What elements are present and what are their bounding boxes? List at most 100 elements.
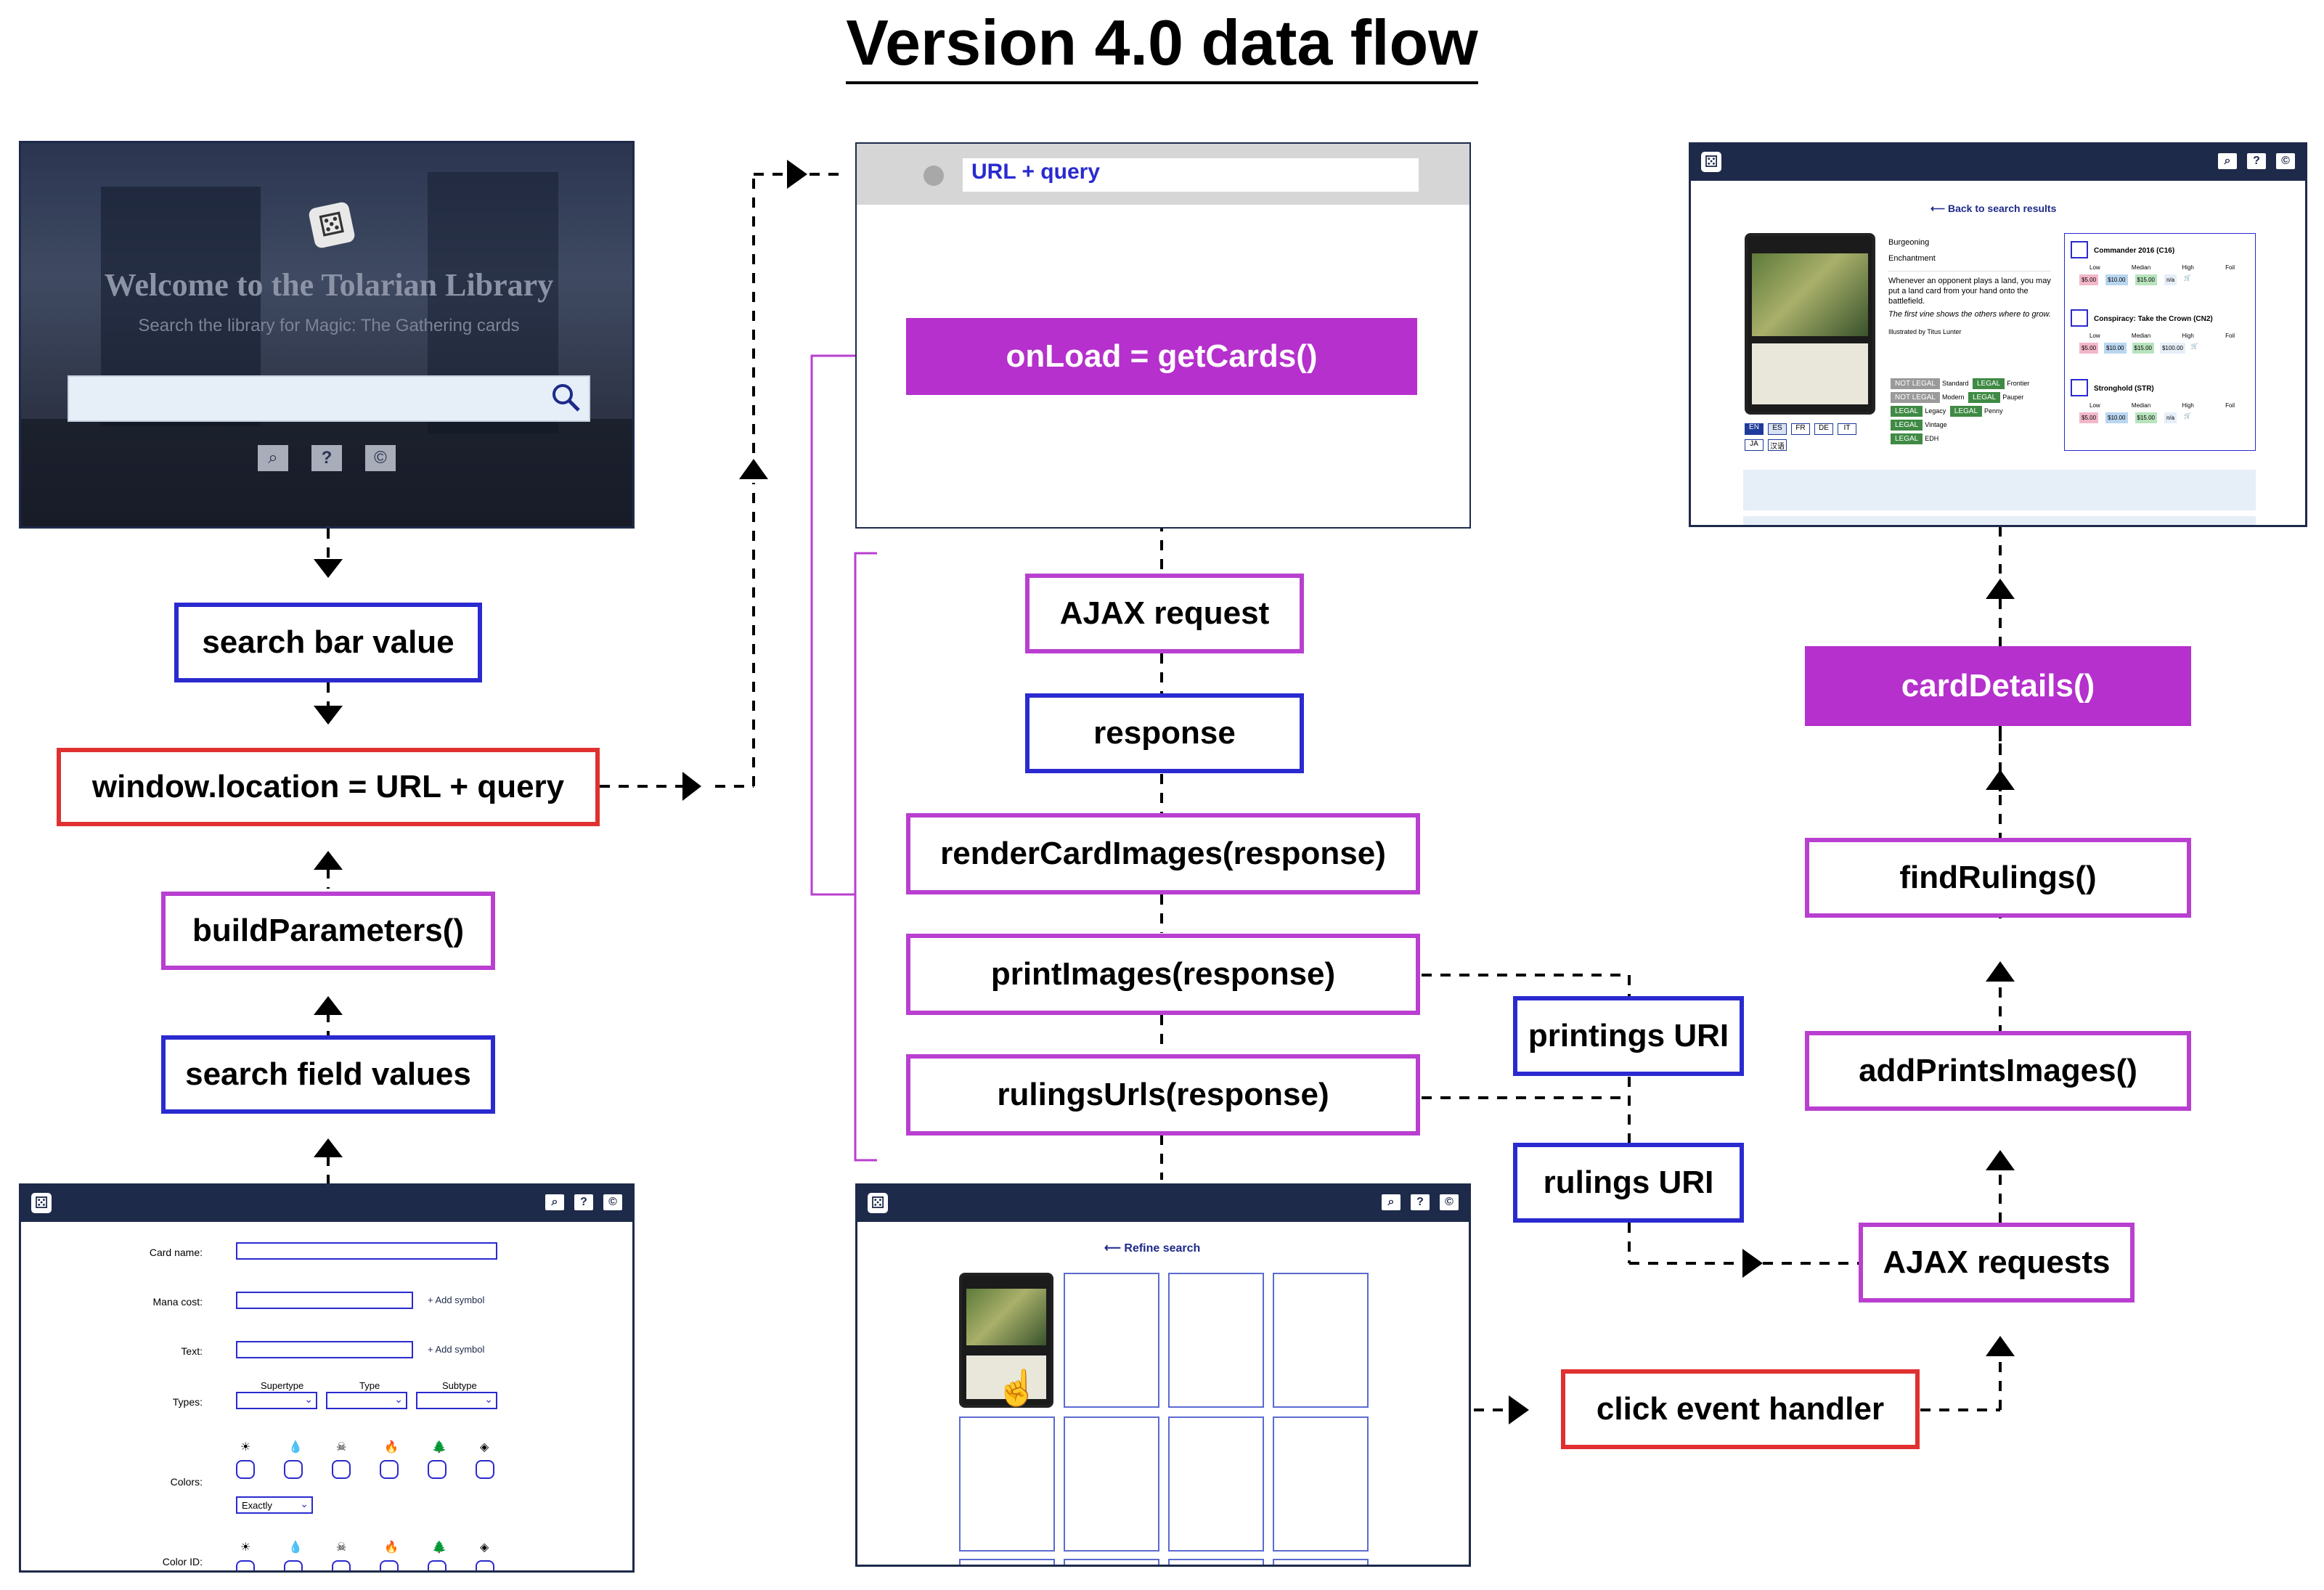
back-to-results-link[interactable]: ⟵ Back to search results [1930,203,2056,215]
ajax-requests-node: AJAX requests [1859,1223,2135,1302]
pointer-hand-icon: ☝ [995,1369,1039,1408]
node-label: search bar value [202,624,454,660]
price-header: High [2182,264,2194,271]
help-icon[interactable]: ? [574,1194,593,1210]
green-checkbox[interactable] [428,1560,447,1570]
search-icon[interactable]: ⌕ [258,445,288,471]
black-checkbox[interactable] [332,1460,351,1479]
arrow-right [1509,1395,1529,1424]
text-input[interactable] [236,1341,413,1358]
mana-cost-input[interactable] [236,1292,413,1309]
card-slot[interactable] [1273,1273,1369,1408]
cart-icon[interactable]: 🛒 [2184,274,2192,281]
navbar: ⚄ ⌕?© [1691,144,2305,181]
card-slot[interactable] [959,1559,1055,1565]
white-checkbox[interactable] [236,1560,255,1570]
subtype-select[interactable]: ⌄ [416,1392,497,1409]
white-mana-icon: ☀ [240,1441,251,1454]
help-icon[interactable]: ? [311,445,342,471]
card-slot[interactable] [959,1416,1055,1552]
card-slot[interactable] [1168,1273,1264,1408]
help-icon[interactable]: ? [1411,1194,1430,1210]
price-low: $5.00 [2079,412,2099,423]
price-header: Median [2131,333,2151,339]
language-button[interactable]: IT [1838,423,1856,435]
chevron-down-icon: ⌄ [394,1393,403,1405]
white-mana-icon: ☀ [240,1541,251,1554]
card-slot[interactable] [1168,1559,1264,1565]
copyright-icon[interactable]: © [603,1194,622,1210]
colors-mode-select[interactable]: Exactly⌄ [236,1496,313,1514]
card-name-input[interactable] [236,1242,497,1260]
card-slot[interactable] [1064,1416,1159,1552]
dice-logo-icon: ⚄ [307,200,356,250]
card-slot[interactable] [1064,1559,1159,1565]
set-icon [2071,379,2088,396]
language-button[interactable]: DE [1814,423,1833,435]
price-header: Median [2131,264,2151,271]
rulings-uri-node: rulings URI [1513,1143,1744,1223]
copyright-icon[interactable]: © [2276,153,2295,169]
colorless-checkbox[interactable] [476,1460,494,1479]
language-button[interactable]: FR [1791,423,1810,435]
cart-icon[interactable]: 🛒 [2190,343,2198,349]
language-button[interactable]: EN [1745,423,1764,435]
supertype-select[interactable]: ⌄ [236,1392,317,1409]
card-details-screen: ⚄ ⌕?© ⟵ Back to search results EN ES FR … [1689,142,2307,527]
card-slot[interactable] [1273,1559,1369,1565]
home-search-input[interactable] [68,375,590,422]
refine-search-label: Refine search [1124,1242,1201,1255]
node-label: printings URI [1528,1018,1729,1053]
blue-checkbox[interactable] [284,1460,303,1479]
card-slot[interactable] [1064,1273,1159,1408]
url-field[interactable] [963,158,1419,192]
node-label: AJAX request [1059,595,1270,631]
results-screen: ⚄ ⌕?© ⟵ Refine search ☝ [855,1183,1471,1567]
card-slot[interactable] [1273,1416,1369,1552]
home-subheading: Search the library for Magic: The Gather… [138,316,520,335]
refine-search-link[interactable]: ⟵ Refine search [1104,1241,1200,1255]
blue-mana-icon: 💧 [288,1541,303,1554]
copyright-icon[interactable]: © [1440,1194,1459,1210]
help-icon[interactable]: ? [2247,153,2266,169]
render-card-images-node: renderCardImages(response) [906,813,1420,894]
price-foil: $100.00 [2159,343,2185,354]
language-button[interactable]: JA [1745,439,1764,451]
add-prints-images-node: addPrintsImages() [1805,1031,2191,1111]
window-location-node: window.location = URL + query [57,748,600,826]
green-mana-icon: 🌲 [432,1541,447,1554]
node-label: findRulings() [1899,860,2097,895]
url-query-text: URL + query [971,160,1100,184]
card-thumbnail[interactable] [959,1273,1053,1408]
colorless-checkbox[interactable] [476,1560,494,1570]
node-label: buildParameters() [192,913,465,948]
search-icon[interactable]: ⌕ [545,1194,564,1210]
red-checkbox[interactable] [380,1460,399,1479]
red-checkbox[interactable] [380,1560,399,1570]
type-header: Type [359,1380,380,1391]
legality-badge: LEGAL [1891,433,1923,444]
set-name: Commander 2016 (C16) [2094,247,2175,255]
green-checkbox[interactable] [428,1460,447,1479]
blue-mana-icon: 💧 [288,1441,303,1454]
add-symbol-button[interactable]: + Add symbol [428,1295,485,1305]
card-slot[interactable] [1168,1416,1264,1552]
black-checkbox[interactable] [332,1560,351,1570]
green-mana-icon: 🌲 [432,1441,447,1454]
price-high: $15.00 [2135,274,2157,285]
search-icon[interactable]: ⌕ [2218,153,2237,169]
add-symbol-button[interactable]: + Add symbol [428,1344,485,1355]
language-button[interactable]: 汉语 [1768,439,1787,451]
white-checkbox[interactable] [236,1460,255,1479]
response-node: response [1025,693,1304,773]
blue-checkbox[interactable] [284,1560,303,1570]
cart-icon[interactable]: 🛒 [2184,412,2192,419]
arrow-right [787,160,807,189]
search-icon[interactable] [550,381,582,413]
copyright-icon[interactable]: © [365,445,396,471]
type-select[interactable]: ⌄ [326,1392,407,1409]
language-button[interactable]: ES [1768,423,1787,435]
search-icon[interactable]: ⌕ [1382,1194,1400,1210]
search-bar-value-node: search bar value [174,603,482,682]
arrow-up [314,996,343,1015]
